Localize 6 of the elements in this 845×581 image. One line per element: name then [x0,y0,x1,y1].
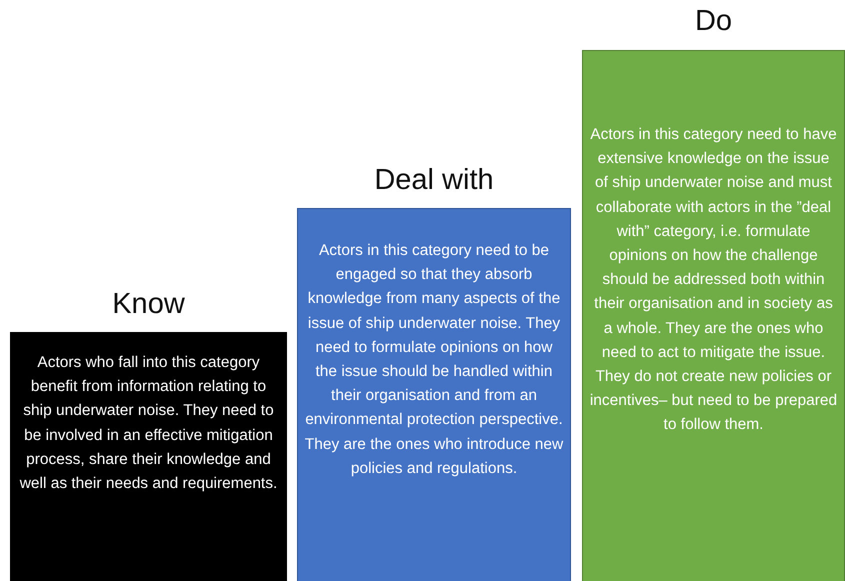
category-heading: Do [694,4,734,38]
description-text: Actors who fall into this category benefit from information relating to ship underwater noise. They need to be involved in an effective mitigation process, share their knowledge and well as their needs and requirements. [18,353,278,494]
category-heading: Deal with [373,163,495,197]
description-text: Actors in this category need to have extensive knowledge on the issue of ship underwater noise and must collaborate with actors in the ”deal with” category, i.e. formulate opinions on how the challenge should be addressed both within their organisation and in society as a whole. They are the ones who need to act to mitigate the issue. They do not create new policies or incentives– but need to be prepared to follow them. [589,125,838,436]
category-heading: Know [111,287,186,321]
description-text: Actors in this category need to be engaged so that they absorb knowledge from many aspects of the issue of ship underwater noise. They need to formulate opinions on how the issue should be handled within their organisation and from an environmental protection perspective. They are the ones who introduce new policies and regulations. [304,241,564,479]
